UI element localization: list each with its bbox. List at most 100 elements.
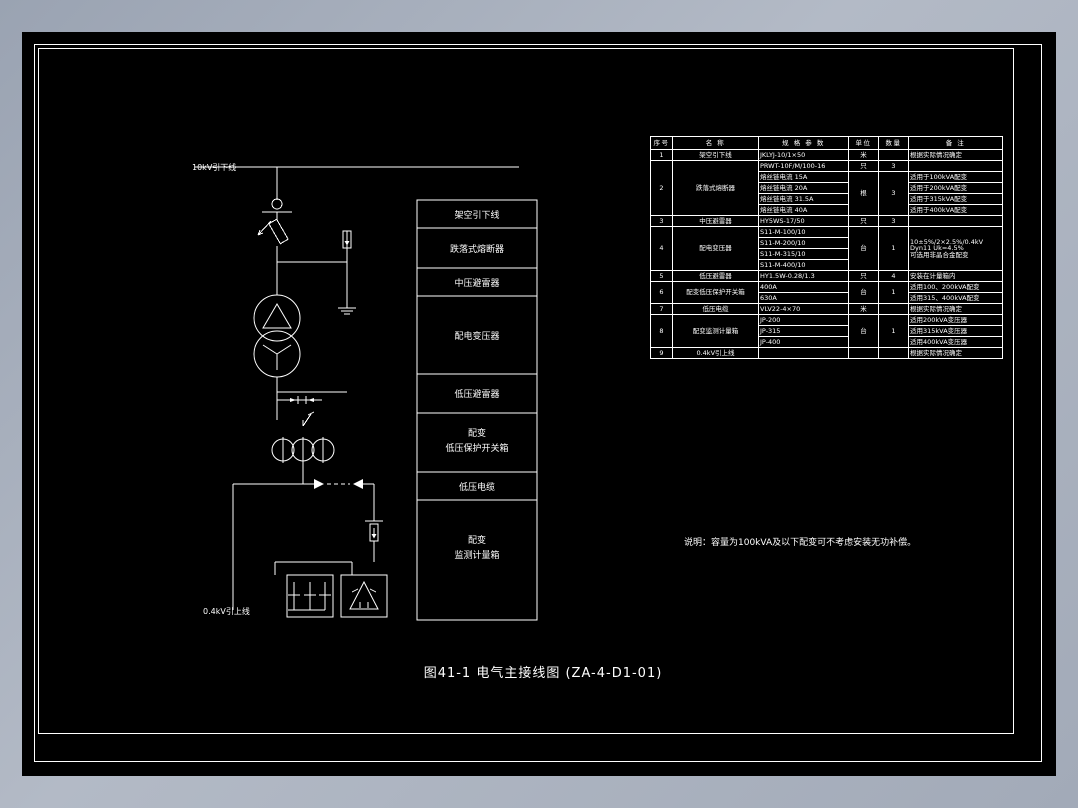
cell-spec <box>758 347 849 359</box>
lv-protection-switch <box>302 411 315 484</box>
cell-spec: 400A <box>758 281 849 293</box>
cell-remark: 适用于100kVA配变 <box>908 171 1003 183</box>
cell-spec: HY1.5W-0.28/1.3 <box>758 270 849 282</box>
cell-remark: 适用于200kVA配变 <box>908 182 1003 194</box>
transformer-symbol <box>253 294 301 378</box>
drawing-sheet: 10kV引下线 0.4kV引上线 架空引下线 跌落式熔断器 中压避雷器 配电变压… <box>22 32 1056 776</box>
remark-line-1: 10±5%/2×2.5%/0.4kV <box>910 237 984 246</box>
cell-qty: 1 <box>878 226 909 271</box>
table-row: 4 配电变压器 S11-M-100/10 台 1 10±5%/2×2.5%/0.… <box>650 226 1003 271</box>
table-row: 5 低压避雷器 HY1.5W-0.28/1.3 只 4 安装在计量箱内 <box>650 270 1003 282</box>
transformer-hv-winding <box>253 294 301 342</box>
table-row: 1 架空引下线 JKLYJ-10/1×50 米 根据实际情况确定 <box>650 149 1003 161</box>
single-line-diagram: 10kV引下线 0.4kV引上线 架空引下线 跌落式熔断器 中压避雷器 配电变压… <box>192 162 916 681</box>
cell-remark: 适用315kVA变压器 <box>908 325 1003 337</box>
table-row: 7 低压电缆 VLV22-4×70 米 根据实际情况确定 <box>650 303 1003 315</box>
cable-arrow-left <box>314 479 324 489</box>
cell-name: 跌落式熔断器 <box>672 160 759 216</box>
cell-spec: 熔丝链电流 15A <box>758 171 849 183</box>
table-row: 9 0.4kV引上线 根据实际情况确定 <box>650 347 1003 359</box>
cell-name: 中压避雷器 <box>672 215 759 227</box>
cable-arrow-right <box>353 479 363 489</box>
cell-spec: VLV22-4×70 <box>758 303 849 315</box>
capacitor-delta-glyph <box>349 580 379 610</box>
cell-remark: 适用315、400kVA配变 <box>908 292 1003 304</box>
delta-winding-glyph <box>262 303 292 329</box>
table-row: 8 配变监测计量箱 JP-200 台 1 适用200kVA变压器 <box>650 314 1003 348</box>
terminal-top-label: 10kV引下线 <box>192 162 236 172</box>
header-remark: 备 注 <box>908 136 1003 150</box>
cell-spec: 熔丝链电流 31.5A <box>758 193 849 205</box>
cell-remark: 根据实际情况确定 <box>908 347 1003 359</box>
cell-qty <box>878 347 909 359</box>
cell-spec: S11-M-400/10 <box>758 259 849 271</box>
cell-spec: S11-M-200/10 <box>758 237 849 249</box>
cell-unit: 台 <box>848 314 879 348</box>
cell-no: 6 <box>650 281 673 304</box>
cell-unit: 只 <box>848 270 879 282</box>
cell-name: 低压电缆 <box>672 303 759 315</box>
cell-spec: JP-315 <box>758 325 849 337</box>
table-row: 6 配变低压保护开关箱 400A 台 1 适用100、200kVA配变 <box>650 281 1003 304</box>
cell-name: 配变监测计量箱 <box>672 314 759 348</box>
cell-spec: S11-M-315/10 <box>758 248 849 260</box>
cell-name: 低压避雷器 <box>672 270 759 282</box>
cell-no: 2 <box>650 160 673 216</box>
current-transformer-group <box>271 437 335 463</box>
metering-box <box>286 574 334 618</box>
stage-label-transformer: 配电变压器 <box>454 330 499 342</box>
stage-label-dropout-fuse: 跌落式熔断器 <box>450 243 504 255</box>
cell-unit: 只 <box>848 215 879 227</box>
table-header-row: 序号 名 称 规 格 参 数 单位 数量 备 注 <box>650 136 1003 150</box>
cell-remark: 根据实际情况确定 <box>908 149 1003 161</box>
cell-name: 架空引下线 <box>672 149 759 161</box>
cell-unit: 米 <box>848 149 879 161</box>
cell-spec: 熔丝链电流 20A <box>758 182 849 194</box>
remark-line-3: 可选用非晶合金配变 <box>910 250 969 259</box>
cell-spec: HY5WS-17/50 <box>758 215 849 227</box>
cell-unit: 根 <box>848 171 879 216</box>
cell-qty: 1 <box>878 314 909 348</box>
drawing-note: 说明：容量为100kVA及以下配变可不考虑安装无功补偿。 <box>684 536 916 548</box>
cell-remark: 适用于400kVA配变 <box>908 204 1003 216</box>
stage-label-ladder <box>416 199 538 621</box>
parts-table: 序号 名 称 规 格 参 数 单位 数量 备 注 1 架空引下线 JKLYJ-1… <box>650 136 1003 359</box>
cell-remark <box>908 215 1003 227</box>
lv-arrester-symbol <box>290 396 314 404</box>
cell-spec: S11-M-100/10 <box>758 226 849 238</box>
cell-remark: 10±5%/2×2.5%/0.4kV Dyn11 Uk=4.5% 可选用非晶合金… <box>908 226 1003 271</box>
cell-no: 7 <box>650 303 673 315</box>
table-row: JP-315 适用315kVA变压器 <box>651 325 1003 337</box>
header-no: 序号 <box>650 136 673 150</box>
cell-no: 3 <box>650 215 673 227</box>
cell-qty: 4 <box>878 270 909 282</box>
sheet-border-outer <box>34 44 1042 762</box>
cell-no: 1 <box>650 149 673 161</box>
stage-label-lv-cable: 低压电缆 <box>459 481 495 493</box>
table-row: 熔丝链电流 15A 根 3 适用于100kVA配变 <box>651 171 1003 216</box>
stage-label-mv-arrester: 中压避雷器 <box>454 277 499 289</box>
disconnect-node <box>271 198 283 210</box>
cell-no: 4 <box>650 226 673 271</box>
cell-remark <box>908 160 1003 172</box>
cell-unit: 只 <box>848 160 879 172</box>
cell-spec: JKLYJ-10/1×50 <box>758 149 849 161</box>
cell-unit: 台 <box>848 281 879 304</box>
stage-label-lv-arrester: 低压避雷器 <box>454 388 499 400</box>
table-row: 3 中压避雷器 HY5WS-17/50 只 3 <box>650 215 1003 227</box>
stage-label-meterbox-line1: 配变 <box>468 534 486 546</box>
table-row: 630A 适用315、400kVA配变 <box>651 292 1003 304</box>
cell-qty: 1 <box>878 281 909 304</box>
cell-remark: 适用200kVA变压器 <box>908 314 1003 326</box>
cell-unit: 台 <box>848 226 879 271</box>
cell-remark: 适用100、200kVA配变 <box>908 281 1003 293</box>
cell-spec: 630A <box>758 292 849 304</box>
cell-name: 配电变压器 <box>672 226 759 271</box>
cell-unit <box>848 347 879 359</box>
header-name: 名 称 <box>672 136 759 150</box>
cell-remark: 根据实际情况确定 <box>908 303 1003 315</box>
mv-earth-symbol <box>338 307 356 315</box>
cell-remark: 安装在计量箱内 <box>908 270 1003 282</box>
sheet-border-inner <box>38 48 1014 734</box>
drawing-title: 图41-1 电气主接线图 (ZA-4-D1-01) <box>424 665 663 681</box>
